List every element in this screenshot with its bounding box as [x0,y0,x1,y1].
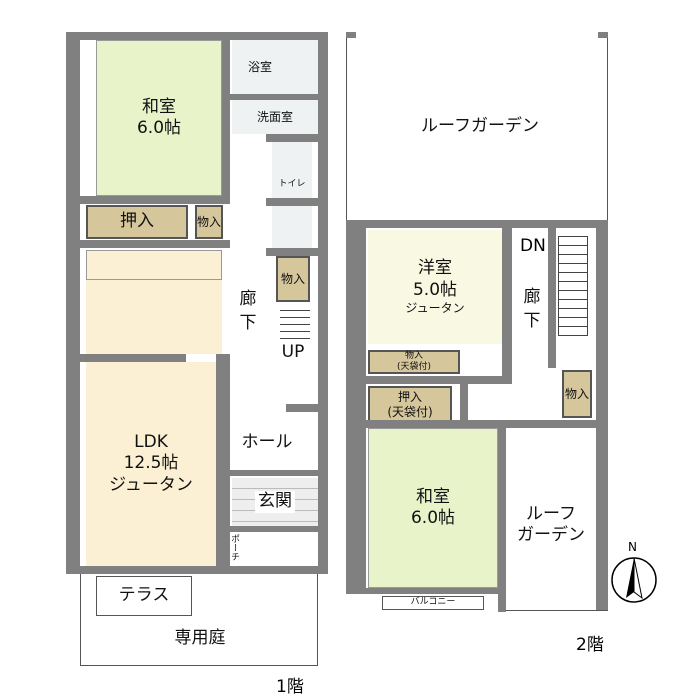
room-label: 洗面室 [256,109,293,124]
room-size: 12.5帖 [123,453,179,474]
room-label: 物入 [197,214,222,229]
monoire-2f[interactable]: 物入 [562,370,592,418]
oshiire-1f[interactable]: 押入 [86,205,188,239]
wall [230,526,320,532]
room-label: ポーチ [228,534,239,561]
wall [66,196,230,204]
wall [548,228,556,368]
washroom[interactable]: 洗面室 [232,100,318,134]
floor-1-label: 1階 [276,677,304,697]
kitchen [86,280,222,354]
room-label: ホール [241,432,293,452]
monoire-stair[interactable]: 物入 [276,256,310,302]
room-label: ルーフ [526,504,576,524]
room-size: 6.0帖 [136,118,182,138]
room-label: 物入 [564,386,589,401]
porch[interactable]: ポーチ [228,534,239,561]
room-note: (天袋付) [387,405,433,419]
wall [596,220,608,610]
room-note: (天袋付) [396,362,432,372]
bathroom[interactable]: 浴室 [232,40,318,94]
room-label: ガーデン [517,525,585,546]
roof-garden-outline [346,32,608,220]
room-size: 5.0帖 [412,279,458,300]
room-label: バルコニー [410,597,456,608]
room-label: トイレ [278,179,306,190]
wall [598,32,608,38]
corridor-1f[interactable]: 廊下 [236,288,260,336]
room-size: 6.0帖 [410,508,456,528]
shower-room [272,206,312,248]
room-label: 専用庭 [174,628,226,648]
roof-garden-edge [506,610,608,611]
hall[interactable]: ホール [232,432,302,453]
room-label: 和室 [142,96,176,117]
monoire-tenbukuro[interactable]: 物入(天袋付) [368,350,460,374]
up-label: UP [281,342,305,362]
wall [346,220,608,228]
room-label: ルーフガーデン [421,116,539,136]
wall [230,94,320,100]
stairs-down[interactable] [558,236,588,336]
monoire-1f[interactable]: 物入 [195,205,223,239]
wall [502,220,512,380]
terrace[interactable]: テラス [96,576,192,616]
wall [216,354,230,566]
wall [66,566,328,574]
north-label: N [628,540,637,554]
wall [266,248,320,256]
wall [318,32,328,572]
room-label: 廊下 [239,289,257,333]
wall [460,376,468,424]
wall [266,198,320,206]
floor-type: ジュータン [405,300,465,315]
room-label: 物入 [280,271,305,286]
wall [66,240,230,248]
floor-type: ジュータン [109,474,193,495]
wall [266,134,320,142]
wall [66,354,186,362]
stairs-down-label: DN [520,236,546,256]
wall [222,32,230,202]
compass: N [610,540,658,610]
room-label: 押入 [397,390,422,404]
roof-garden-2[interactable]: ルーフガーデン [506,504,596,547]
entrance[interactable]: 玄関 [232,478,318,526]
roof-garden[interactable]: ルーフガーデン [380,116,580,137]
room-label: 押入 [120,211,154,232]
oshiire-2f[interactable]: 押入(天袋付) [368,386,452,424]
wall [346,376,512,384]
wall [66,32,80,572]
stairs-up-label: UP [276,342,310,363]
room-label: 玄関 [255,491,295,513]
wall [286,404,320,412]
wall [346,420,608,428]
north-arrow-icon [611,557,657,603]
wall [230,470,320,476]
toilet[interactable]: トイレ [272,142,312,198]
wall [346,32,356,38]
room-label: 廊下 [523,287,541,331]
room-label: 洋室 [418,258,452,279]
wall [346,588,506,594]
private-garden-outline [80,574,318,666]
room-label: 和室 [416,486,450,507]
room-label: テラス [118,585,170,606]
balcony[interactable]: バルコニー [382,596,484,610]
room-label: 浴室 [247,59,272,74]
stairs-up[interactable] [280,304,310,344]
room-label: 物入 [404,350,423,361]
wall [66,32,328,40]
private-garden[interactable]: 専用庭 [140,628,260,649]
floor-2-label: 2階 [576,635,604,655]
corridor-2f[interactable]: 廊下 [520,286,544,334]
room-label: LDK [134,432,168,453]
wall [346,220,366,592]
kitchen-counter [86,250,222,280]
wall [498,420,506,612]
